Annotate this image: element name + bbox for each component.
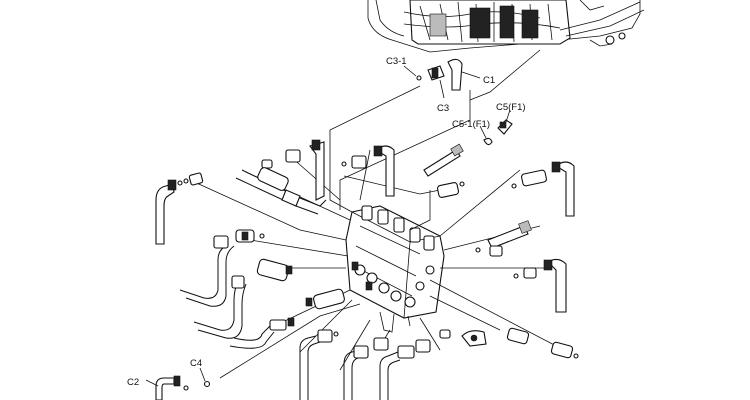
fitting-c5-group (423, 109, 513, 177)
label-c5-1-f1: C5-1(F1) (452, 119, 490, 130)
fitting-c3-group (403, 58, 481, 99)
label-c5-f1: C5(F1) (496, 102, 526, 113)
fitting-c2-c4-group (145, 367, 211, 400)
hose-assemblies-left (155, 139, 345, 349)
label-c2: C2 (127, 377, 139, 388)
machine-overview-inset (367, 0, 645, 53)
label-c4: C4 (190, 358, 202, 369)
label-c3: C3 (437, 103, 449, 114)
label-c3-1: C3-1 (386, 56, 407, 67)
hose-assemblies-right (439, 161, 579, 359)
control-valve-block (345, 205, 445, 333)
label-c1: C1 (483, 75, 495, 86)
hose-assemblies-bottom (299, 329, 431, 400)
valve-top-connectors (341, 145, 465, 198)
